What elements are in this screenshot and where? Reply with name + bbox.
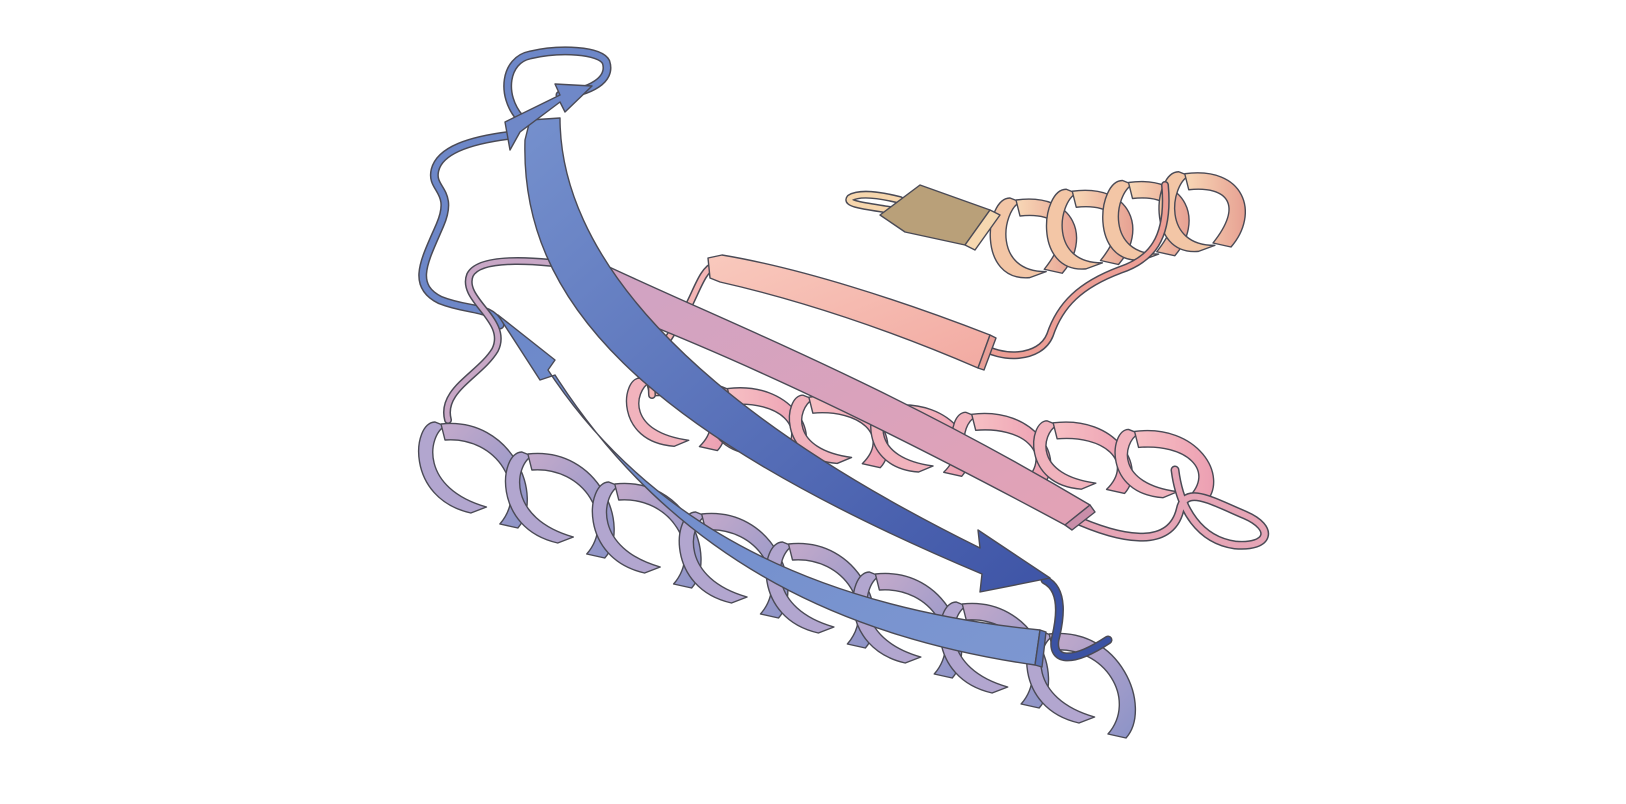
helix-turn-back xyxy=(504,451,575,544)
outer-blue-strand xyxy=(497,314,1047,668)
outer-blue-strand-side xyxy=(1034,629,1047,668)
helix-turn-back xyxy=(852,571,922,664)
helix-turn-front xyxy=(440,422,528,529)
pink-strand-side xyxy=(1064,504,1096,531)
helix-turn-back xyxy=(788,394,853,465)
helix-turn-front xyxy=(1048,632,1136,739)
helix-turn-front xyxy=(787,542,876,649)
helix-turn-back xyxy=(591,481,661,574)
coil-loops xyxy=(418,46,1270,662)
outer-blue-strand-body xyxy=(497,314,1041,666)
helix-turn-front xyxy=(700,512,789,619)
top-blue-strand-body xyxy=(504,83,593,151)
coil-dark-blue-fill xyxy=(1042,577,1111,660)
helix-turn-back xyxy=(1158,171,1216,253)
tan-strand xyxy=(879,184,1001,251)
helix-turn-back xyxy=(625,377,690,447)
helix-turn-back xyxy=(1045,188,1104,270)
coil-pink-right-fill xyxy=(1067,467,1268,549)
helix-turn-back xyxy=(1032,420,1097,490)
helix-turn-front xyxy=(1052,421,1133,495)
helix-turn-front xyxy=(527,452,615,559)
inner-blue-strand-body xyxy=(524,117,1051,593)
top-blue-strand xyxy=(504,83,593,151)
pink-strand xyxy=(574,257,1096,531)
helix-turn-back xyxy=(1102,179,1160,261)
coil-blue-top-fill xyxy=(504,47,610,121)
coil-tan-tail-fill xyxy=(846,192,903,213)
tan-strand-edge xyxy=(964,209,1001,251)
coil-blue-left-fill xyxy=(419,132,515,328)
salmon-helix xyxy=(989,171,1246,279)
coil-salmon-fill xyxy=(977,182,1169,358)
helix-turn-back xyxy=(418,421,488,514)
coil-mauve-fill xyxy=(444,258,593,423)
helix-turn-front xyxy=(1184,172,1246,248)
salmon-strand xyxy=(707,254,997,371)
helix-turn-back xyxy=(678,511,748,604)
inner-blue-strand xyxy=(524,117,1051,593)
salmon-strand-side xyxy=(977,334,997,371)
helix-turn-front xyxy=(874,572,963,679)
